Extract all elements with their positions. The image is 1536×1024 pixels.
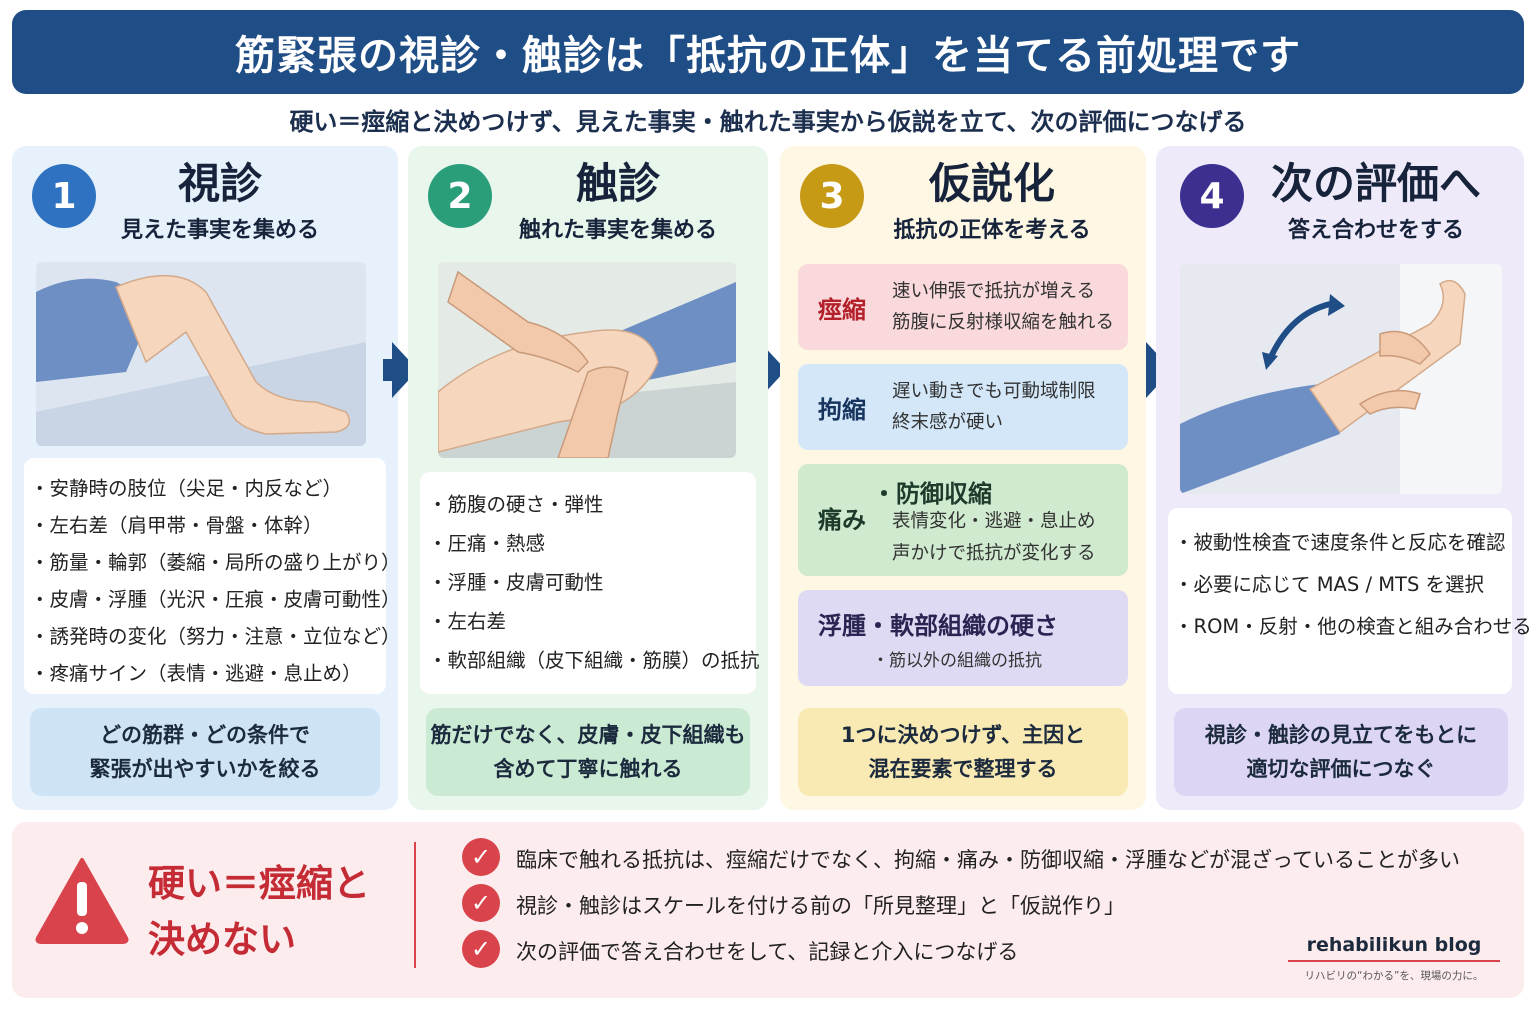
hypothesis-label: 痙縮 — [818, 296, 866, 324]
list-item: ROM・反射・他の検査と組み合わせる — [1174, 610, 1532, 652]
warning-panel: 硬い＝痙縮と 決めない ✓ 臨床で触れる抵抗は、痙縮だけでなく、拘縮・痛み・防御… — [12, 822, 1524, 998]
summary-line: 緊張が出やすいかを絞る — [89, 757, 321, 781]
hypothesis-text: 表情変化・逃避・息止め — [892, 511, 1096, 532]
hypothesis-text: 速い伸張で抵抗が増える — [892, 281, 1095, 302]
divider — [414, 842, 416, 968]
step-2-panel: 2 触診 触れた事実を集める 筋腹の硬さ・弾性 圧痛・熱感 浮腫・皮膚可動性 左… — [408, 146, 768, 810]
step-number-badge: 3 — [800, 164, 864, 228]
hypothesis-text: 遅い動きでも可動域制限 — [892, 381, 1096, 402]
step-number-badge: 4 — [1180, 164, 1244, 228]
list-item: 筋腹の硬さ・弾性 — [428, 488, 756, 527]
step-number-badge: 2 — [428, 164, 492, 228]
summary-line: 含めて丁寧に触れる — [493, 757, 683, 781]
next-eval-list-card: 被動性検査で速度条件と反応を確認 必要に応じて MAS / MTS を選択 RO… — [1168, 508, 1532, 694]
step-summary: 1つに決めつけず、主因と混在要素で整理する — [798, 708, 1128, 796]
warning-heading-line: 決めない — [148, 918, 296, 961]
step-4-panel: 4 次の評価へ 答え合わせをする 被動性検査で速度条件と反応を確認 必要に応じて… — [1156, 146, 1532, 810]
summary-line: 混在要素で整理する — [868, 757, 1058, 781]
warning-heading-line: 硬い＝痙縮と — [148, 862, 370, 905]
hypothesis-text: 筋腹に反射様収縮を触れる — [892, 312, 1115, 333]
step-number-badge: 1 — [32, 164, 96, 228]
hypothesis-label: 浮腫・軟部組織の硬さ — [818, 612, 1058, 640]
hypothesis-spasticity: 痙縮 速い伸張で抵抗が増える 筋腹に反射様収縮を触れる — [798, 264, 1128, 350]
list-item: 圧痛・熱感 — [428, 527, 756, 566]
summary-line: 筋だけでなく、皮膚・皮下組織も — [430, 723, 746, 747]
step-summary: どの筋群・どの条件で緊張が出やすいかを絞る — [30, 708, 380, 796]
palpation-illustration — [438, 262, 736, 458]
list-item: 浮腫・皮膚可動性 — [428, 566, 756, 605]
list-item: 筋量・輪郭（萎縮・局所の盛り上がり） — [30, 546, 401, 583]
step-subtitle: 答え合わせをする — [1287, 218, 1464, 243]
hypothesis-contracture: 拘縮 遅い動きでも可動域制限 終末感が硬い — [798, 364, 1128, 450]
step-title: 視診 — [177, 159, 262, 208]
list-item: 疼痛サイン（表情・逃避・息止め） — [30, 657, 386, 694]
checkmark-icon: ✓ — [462, 930, 500, 968]
checkmark-icon: ✓ — [462, 884, 500, 922]
list-item: 皮膚・浮腫（光沢・圧痕・皮膚可動性） — [30, 583, 401, 620]
step-1-panel: 1 視診 見えた事実を集める 安静時の肢位（尖足・内反など） 左右差（肩甲帯・骨… — [12, 146, 401, 810]
hypothesis-label: 拘縮 — [818, 396, 866, 424]
step-title: 次の評価へ — [1270, 159, 1481, 208]
palpation-list-card: 筋腹の硬さ・弾性 圧痛・熱感 浮腫・皮膚可動性 左右差 軟部組織（皮下組織・筋膜… — [420, 472, 760, 694]
list-item: 必要に応じて MAS / MTS を選択 — [1174, 568, 1512, 610]
observation-list-card: 安静時の肢位（尖足・内反など） 左右差（肩甲帯・骨盤・体幹） 筋量・輪郭（萎縮・… — [24, 458, 401, 694]
subtitle: 硬い＝痙縮と決めつけず、見えた事実・触れた事実から仮説を立て、次の評価につなげる — [289, 108, 1247, 136]
hypothesis-label: ・防御収縮 — [872, 480, 992, 508]
warning-point: 視診・触診はスケールを付ける前の「所見整理」と「仮説作り」 — [516, 894, 1125, 918]
step-3-panel: 3 仮説化 抵抗の正体を考える 痙縮 速い伸張で抵抗が増える 筋腹に反射様収縮を… — [780, 146, 1146, 810]
passive-test-illustration — [1180, 264, 1502, 494]
leg-inspection-illustration — [36, 262, 366, 446]
step-title: 触診 — [575, 159, 660, 208]
checkmark-icon: ✓ — [462, 838, 500, 876]
warning-triangle-icon — [35, 858, 129, 944]
list-item: 軟部組織（皮下組織・筋膜）の抵抗 — [428, 644, 760, 683]
list-item: 誘発時の変化（努力・注意・立位など） — [30, 620, 401, 657]
warning-point: 次の評価で答え合わせをして、記録と介入につなげる — [516, 940, 1019, 964]
warning-point: 臨床で触れる抵抗は、痙縮だけでなく、拘縮・痛み・防御収縮・浮腫などが混ざっている… — [516, 848, 1460, 872]
step-subtitle: 抵抗の正体を考える — [893, 218, 1091, 243]
summary-line: 視診・触診の見立てをもとに — [1204, 723, 1478, 747]
hypothesis-pain: 痛み ・防御収縮 表情変化・逃避・息止め 声かけで抵抗が変化する — [798, 464, 1128, 576]
hypothesis-text: 声かけで抵抗が変化する — [892, 543, 1096, 564]
summary-line: どの筋群・どの条件で — [100, 723, 310, 747]
summary-line: 適切な評価につなぐ — [1246, 757, 1436, 781]
main-title: 筋緊張の視診・触診は「抵抗の正体」を当てる前処理です — [12, 10, 1524, 94]
hypothesis-edema-soft-tissue: 浮腫・軟部組織の硬さ ・筋以外の組織の抵抗 — [798, 590, 1128, 686]
step-subtitle: 触れた事実を集める — [518, 218, 717, 243]
step-summary: 筋だけでなく、皮膚・皮下組織も含めて丁寧に触れる — [426, 708, 750, 796]
summary-line: 1つに決めつけず、主因と — [840, 723, 1086, 747]
step-title: 仮説化 — [928, 159, 1055, 208]
brand-name: rehabilikun blog — [1288, 934, 1500, 962]
step-subtitle: 見えた事実を集める — [120, 218, 319, 243]
list-item: 左右差（肩甲帯・骨盤・体幹） — [30, 509, 386, 546]
step-summary: 視診・触診の見立てをもとに適切な評価につなぐ — [1174, 708, 1508, 796]
hypothesis-label: 痛み — [818, 506, 866, 534]
list-item: 被動性検査で速度条件と反応を確認 — [1174, 526, 1512, 568]
hypothesis-text: 終末感が硬い — [892, 412, 1004, 433]
brand-tagline: リハビリの“わかる”を、現場の力に。 — [1304, 970, 1484, 982]
hypothesis-text: ・筋以外の組織の抵抗 — [872, 651, 1042, 671]
list-item: 左右差 — [428, 605, 756, 644]
list-item: 安静時の肢位（尖足・内反など） — [30, 472, 386, 509]
warning-heading: 硬い＝痙縮と 決めない — [148, 856, 370, 968]
